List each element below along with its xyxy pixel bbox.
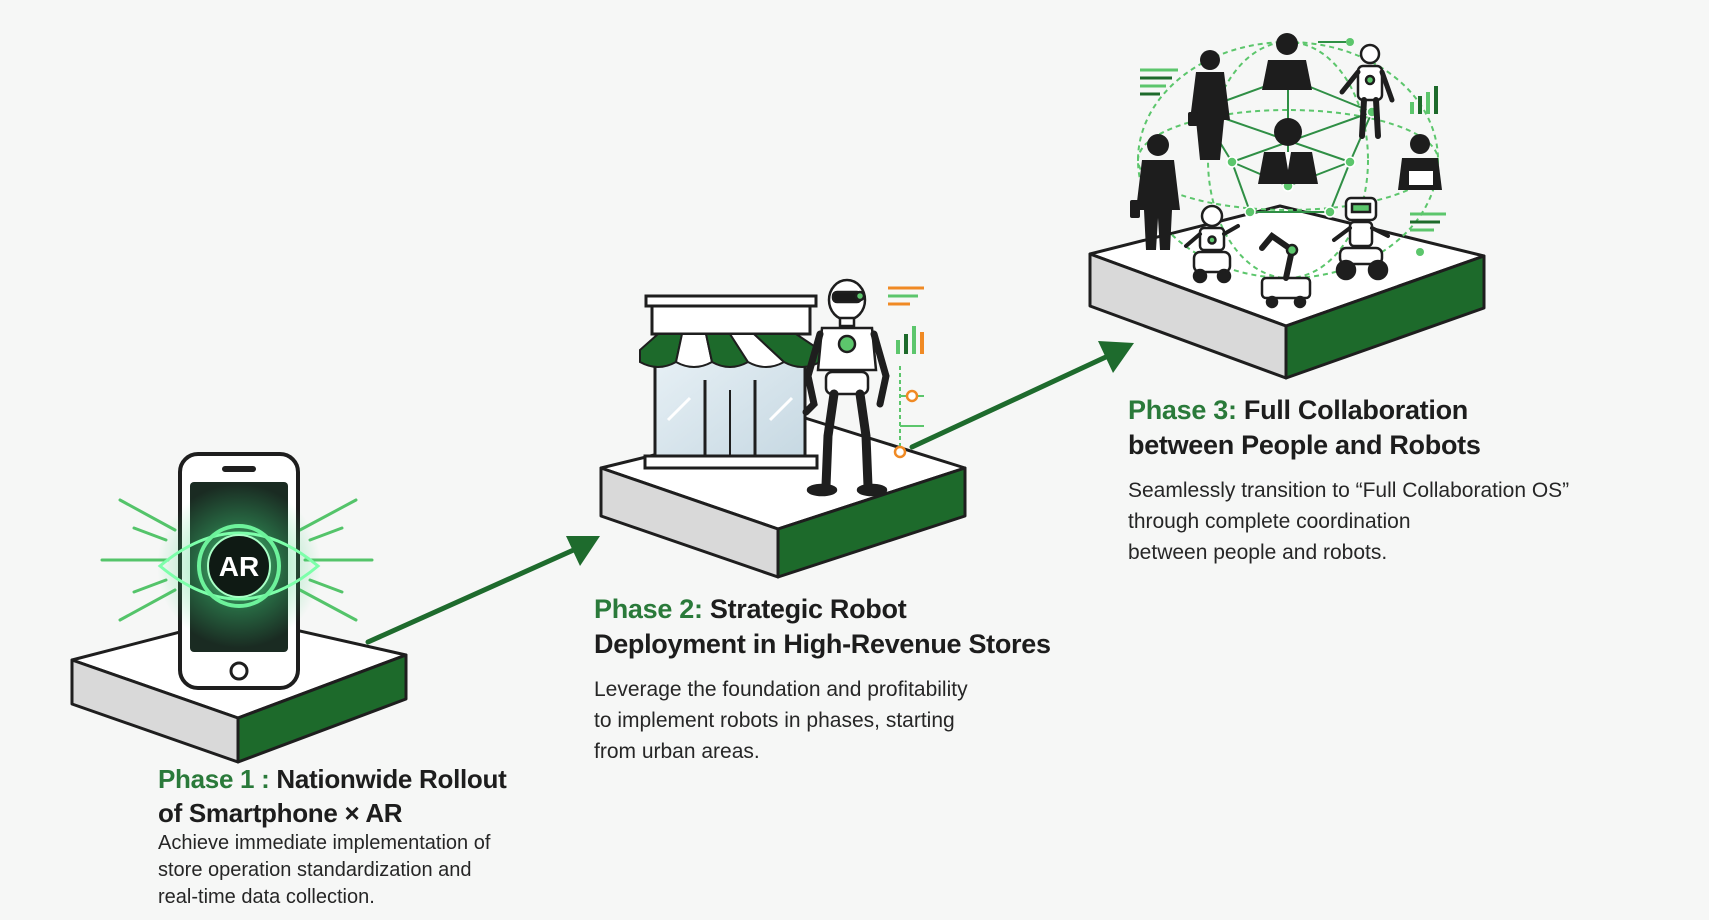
robot-icon <box>1184 43 1395 309</box>
phase2-title-line2: Deployment in High-Revenue Stores <box>594 629 1051 659</box>
ar-badge-label: AR <box>219 551 259 582</box>
phase3-title: Phase 3: Full Collaboration between Peop… <box>1128 393 1648 463</box>
phase1-label: Phase 1 : <box>158 764 270 794</box>
phase2-desc-line: Leverage the foundation and profitabilit… <box>594 678 968 701</box>
store-icon <box>639 294 821 470</box>
person-icon <box>1130 33 1442 250</box>
smartphone-ar-icon <box>100 452 374 690</box>
phase1-desc-line: store operation standardization and <box>158 859 472 881</box>
phase1-title-line2: of Smartphone × AR <box>158 798 403 828</box>
phase1-title: Phase 1 : Nationwide Rollout of Smartpho… <box>158 762 578 830</box>
robot-data-indicators <box>888 286 924 459</box>
phase3-desc-line: Seamlessly transition to “Full Collabora… <box>1128 479 1570 502</box>
phase1-desc-line: Achieve immediate implementation of <box>158 832 491 854</box>
phase3-description: Seamlessly transition to “Full Collabora… <box>1128 475 1648 568</box>
phase1-description: Achieve immediate implementation of stor… <box>158 830 578 911</box>
phase2-title: Phase 2: Strategic Robot Deployment in H… <box>594 592 1094 662</box>
phase3-desc-line: through complete coordination <box>1128 510 1411 533</box>
phase3-title-line1: Full Collaboration <box>1243 395 1468 425</box>
arrow-phase1-to-phase2 <box>365 536 600 645</box>
phase3-text-block: Phase 3: Full Collaboration between Peop… <box>1128 393 1648 568</box>
phase3-title-line2: between People and Robots <box>1128 430 1481 460</box>
phase1-desc-line: real-time data collection. <box>158 886 375 908</box>
phase3-label: Phase 3: <box>1128 395 1237 425</box>
phase2-desc-line: from urban areas. <box>594 740 760 763</box>
phase2-title-line1: Strategic Robot <box>709 594 907 624</box>
humanoid-robot-icon <box>802 278 890 497</box>
phase1-text-block: Phase 1 : Nationwide Rollout of Smartpho… <box>158 762 578 911</box>
phase2-label: Phase 2: <box>594 594 703 624</box>
phase2-desc-line: to implement robots in phases, starting <box>594 709 955 732</box>
phase2-description: Leverage the foundation and profitabilit… <box>594 674 1094 767</box>
arrow-phase2-to-phase3 <box>909 341 1134 450</box>
phase3-desc-line: between people and robots. <box>1128 541 1388 564</box>
phase2-text-block: Phase 2: Strategic Robot Deployment in H… <box>594 592 1094 767</box>
phase1-title-line1: Nationwide Rollout <box>276 764 507 794</box>
